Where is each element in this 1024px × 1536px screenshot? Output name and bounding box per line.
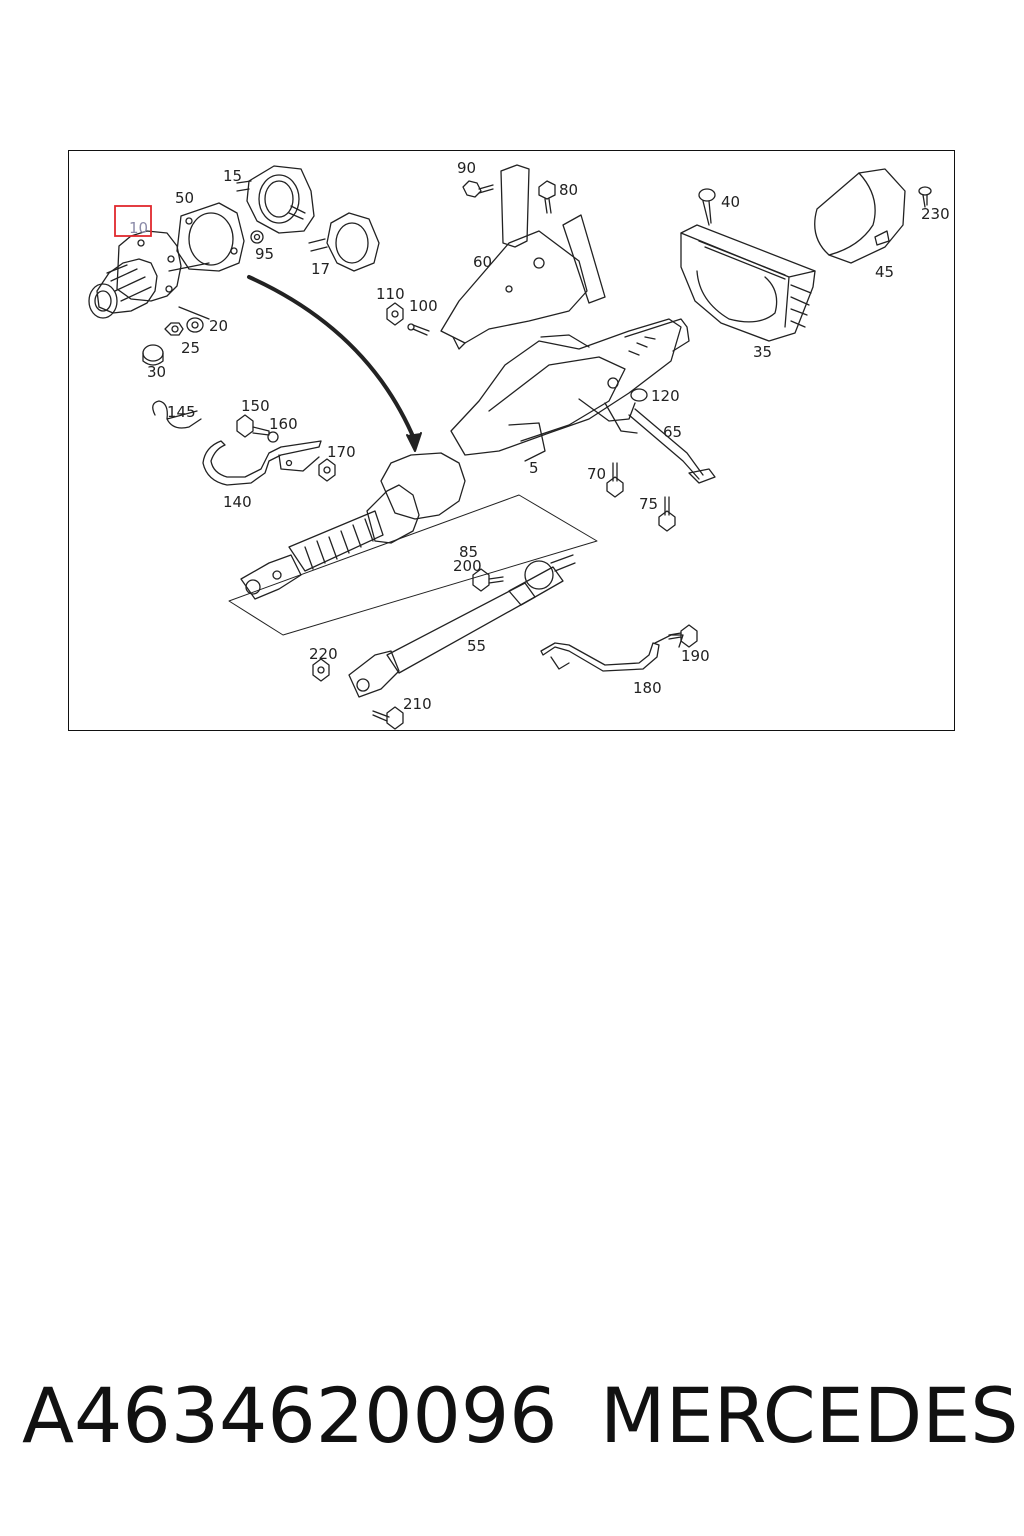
label-part-90: 90	[457, 159, 476, 177]
bolts-80-90-drawing	[462, 180, 556, 214]
part-230-rivet-drawing	[918, 186, 932, 208]
label-part-60: 60	[473, 253, 492, 271]
fasteners-20-25-30-drawing	[142, 306, 210, 366]
steering-column-exploded-view: 10 50 15 95 17 20 25 30 145 150 160 170 …	[88, 159, 950, 730]
part-200-bolt-drawing	[472, 568, 504, 592]
part-labels: 10 50 15 95 17 20 25 30 145 150 160 170 …	[129, 159, 950, 713]
label-part-120: 120	[651, 387, 680, 405]
label-part-210: 210	[403, 695, 432, 713]
label-part-30: 30	[147, 363, 166, 381]
part-95-washer-drawing	[250, 230, 264, 244]
highlight-box	[114, 205, 152, 237]
label-part-100: 100	[409, 297, 438, 315]
brand-name: MERCEDES	[600, 1371, 1019, 1460]
part-40-screw-drawing	[698, 188, 716, 226]
part-45-cover-drawing	[814, 168, 906, 264]
label-part-190: 190	[681, 647, 710, 665]
label-part-70: 70	[587, 465, 606, 483]
part-5-steering-column-drawing	[450, 318, 690, 462]
label-part-15: 15	[223, 167, 242, 185]
label-part-5: 5	[529, 459, 539, 477]
part-15-flange-drawing	[236, 165, 315, 234]
column-boot-drawing	[240, 452, 466, 600]
label-part-145: 145	[167, 403, 196, 421]
label-part-95: 95	[255, 245, 274, 263]
label-part-150: 150	[241, 397, 270, 415]
fasteners-150-160-170-drawing	[236, 414, 336, 482]
part-140-bracket-drawing	[202, 440, 322, 486]
product-caption: A4634620096 MERCEDES	[22, 1366, 1018, 1466]
part-35-duct-drawing	[680, 224, 816, 342]
bolts-70-75-drawing	[606, 462, 676, 532]
label-part-140: 140	[223, 493, 252, 511]
label-part-170: 170	[327, 443, 356, 461]
label-part-180: 180	[633, 679, 662, 697]
label-part-65: 65	[663, 423, 682, 441]
part-65-strut-drawing	[628, 388, 716, 484]
part-number: A4634620096	[22, 1371, 558, 1460]
label-part-230: 230	[921, 205, 950, 223]
label-part-55: 55	[467, 637, 486, 655]
label-part-200: 200	[453, 557, 482, 575]
label-part-80: 80	[559, 181, 578, 199]
part-50-gasket-drawing	[168, 202, 245, 272]
label-part-25: 25	[181, 339, 200, 357]
part-145-clip-drawing	[152, 400, 202, 429]
label-part-160: 160	[269, 415, 298, 433]
part-55-shaft-drawing	[348, 554, 576, 698]
label-part-50: 50	[175, 189, 194, 207]
label-part-10: 10	[129, 219, 148, 237]
fasteners-100-110-drawing	[386, 302, 430, 336]
label-part-40: 40	[721, 193, 740, 211]
label-part-45: 45	[875, 263, 894, 281]
label-part-75: 75	[639, 495, 658, 513]
label-part-17: 17	[311, 260, 330, 278]
part-60-bracket-drawing	[440, 164, 606, 350]
label-part-35: 35	[753, 343, 772, 361]
part-180-bracket-drawing	[540, 624, 698, 672]
label-part-110: 110	[376, 285, 405, 303]
label-part-220: 220	[309, 645, 338, 663]
part-10-boot-drawing	[88, 230, 182, 319]
label-part-20: 20	[209, 317, 228, 335]
parts-diagram: 10 50 15 95 17 20 25 30 145 150 160 170 …	[68, 150, 955, 731]
part-17-flange-drawing	[308, 212, 380, 272]
fasteners-210-220-drawing	[312, 658, 404, 730]
label-part-85: 85	[459, 543, 478, 561]
